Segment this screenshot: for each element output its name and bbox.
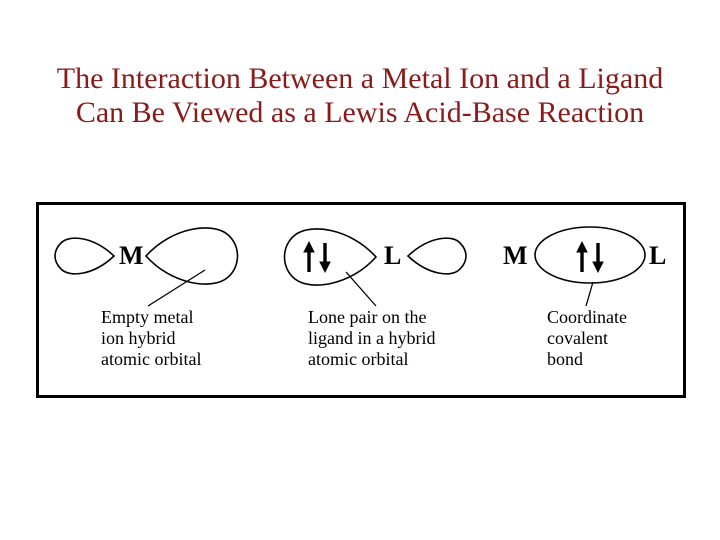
caption-coordinate-bond-line-2: covalent <box>547 328 608 348</box>
caption-empty-metal-line-3: atomic orbital <box>101 349 202 369</box>
ligand-symbol-label: L <box>384 241 402 270</box>
caption-coordinate-bond-line-3: bond <box>547 349 583 369</box>
caption-coordinate-bond: Coordinate covalent bond <box>547 307 627 370</box>
caption-empty-metal-line-2: ion hybrid <box>101 328 176 348</box>
caption-empty-metal: Empty metal ion hybrid atomic orbital <box>101 307 201 370</box>
caption-lone-pair: Lone pair on the ligand in a hybrid atom… <box>308 307 435 370</box>
slide-title-line-2: Can Be Viewed as a Lewis Acid-Base React… <box>75 96 645 129</box>
caption-lone-pair-line-1: Lone pair on the <box>308 307 427 327</box>
caption-coordinate-bond-line-1: Coordinate <box>547 307 627 327</box>
slide-title: The Interaction Between a Metal Ion and … <box>0 62 720 130</box>
bond-metal-symbol-label: M <box>503 241 528 270</box>
caption-empty-metal-line-1: Empty metal <box>101 307 194 327</box>
slide-title-line-1: The Interaction Between a Metal Ion and … <box>56 62 664 95</box>
metal-symbol-label: M <box>119 241 144 270</box>
bond-ligand-symbol-label: L <box>649 241 667 270</box>
caption-lone-pair-line-3: atomic orbital <box>308 349 409 369</box>
caption-lone-pair-line-2: ligand in a hybrid <box>308 328 436 348</box>
